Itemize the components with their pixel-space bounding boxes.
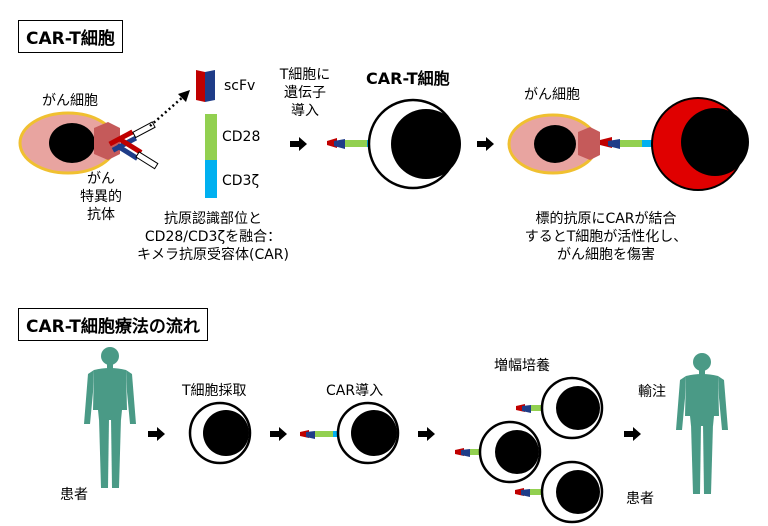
fusion-caption: 抗原認識部位と CD28/CD3ζを融合： キメラ抗原受容体(CAR): [118, 210, 308, 264]
activated-cart-cell: [651, 97, 749, 191]
scfv-label: scFv: [224, 78, 256, 94]
fusion-caption-line: 抗原認識部位と: [164, 211, 262, 227]
antibody-label-line: 特異的: [80, 189, 122, 205]
patient-left-figure: [84, 347, 136, 488]
cart-cell: [327, 98, 461, 190]
cd3-label: CD3ζ: [222, 173, 260, 189]
gene-intro-line: 遺伝子: [284, 85, 326, 101]
patient-right-figure: [676, 353, 728, 494]
cancer-cell-left: [18, 111, 120, 175]
cancer-cell-right: [507, 113, 662, 175]
arrow-2: [477, 137, 494, 151]
step-expand-label: 増幅培養: [494, 358, 550, 374]
result-caption: 標的抗原にCARが結合 するとT細胞が活性化し、 がん細胞を傷害: [496, 210, 716, 264]
gene-intro-label: T細胞に 遺伝子 導入: [270, 66, 340, 120]
expanded-cell-1: [516, 376, 604, 440]
section2-title: CAR-T細胞療法の流れ: [18, 308, 208, 341]
fusion-caption-line: キメラ抗原受容体(CAR): [136, 247, 289, 263]
arrow-3: [148, 427, 165, 441]
tcell-collected: [188, 401, 252, 465]
antibody-label-line: がん: [87, 171, 115, 187]
fusion-caption-line: CD28/CD3ζを融合：: [144, 229, 282, 245]
antibody-icon: [108, 121, 159, 170]
arrow-6: [624, 427, 641, 441]
result-caption-line: 標的抗原にCARが結合: [535, 211, 677, 227]
step-collect-label: T細胞採取: [182, 383, 247, 399]
arrow-5: [418, 427, 435, 441]
patient-label-left: 患者: [60, 487, 88, 503]
arrow-1: [290, 137, 307, 151]
patient-label-right: 患者: [626, 491, 654, 507]
antibody-label: がん 特異的 抗体: [76, 170, 126, 224]
step-infuse-label: 輸注: [638, 384, 666, 400]
expanded-cell-3: [515, 460, 604, 524]
car-domains-vertical: [196, 70, 217, 198]
expanded-cell-2: [455, 420, 542, 484]
dotted-arrow: [149, 90, 190, 127]
antibody-label-line: 抗体: [87, 207, 115, 223]
step-car-label: CAR導入: [326, 383, 384, 399]
arrow-4: [270, 427, 287, 441]
tcell-with-car: [300, 401, 400, 465]
section1-title: CAR-T細胞: [18, 20, 123, 53]
gene-intro-line: T細胞に: [279, 67, 331, 83]
cd28-label: CD28: [222, 129, 261, 145]
result-caption-line: がん細胞を傷害: [557, 247, 655, 263]
cancer-cell-label-left: がん細胞: [42, 93, 98, 109]
result-caption-line: するとT細胞が活性化し、: [524, 229, 688, 245]
cancer-cell-label-right: がん細胞: [524, 87, 580, 103]
gene-intro-line: 導入: [291, 103, 319, 119]
cart-cell-label: CAR-T細胞: [366, 69, 450, 88]
